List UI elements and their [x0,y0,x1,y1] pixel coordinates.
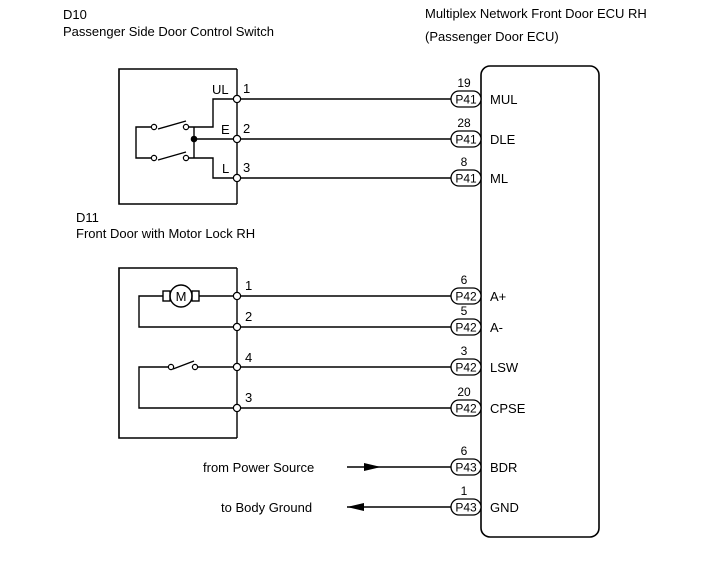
ecu-signal-name: BDR [490,460,517,475]
d10-switches [135,98,237,179]
arrow-icon [347,503,451,511]
d10-code: D10 [63,7,87,22]
d10-pin-label-e: E [221,122,230,137]
ecu-pin-number: 28 [457,116,471,130]
ecu-title: Multiplex Network Front Door ECU RH [425,6,647,21]
ecu-pin-number: 8 [461,155,468,169]
d11-pin-number-3: 3 [245,390,252,405]
ecu-box [480,65,600,538]
d11-pin-number-4: 4 [245,350,252,365]
switch-icon [150,151,237,179]
ecu-subtitle: (Passenger Door ECU) [425,29,559,44]
connector-code: P43 [455,501,477,515]
connector-code: P43 [455,461,477,475]
motor-symbol: M [176,289,187,304]
component-terminals [232,94,242,413]
ecu-signal-name: GND [490,500,519,515]
ecu-connection-ml: P41 8ML [450,155,508,187]
connector-code: P42 [455,402,477,416]
connector-code: P42 [455,290,477,304]
ecu-connection-a-: P42 5A- [450,304,503,336]
d11-code: D11 [76,210,99,225]
d10-pin-label-ul: UL [212,82,229,97]
connector-code: P41 [455,172,477,186]
body-ground-label: to Body Ground [221,500,312,515]
ecu-pin-number: 20 [457,385,471,399]
ecu-pin-number: 19 [457,76,471,90]
d10-box [118,68,237,205]
connector-code: P41 [455,133,477,147]
arrow-icon [347,463,451,471]
ecu-signal-name: LSW [490,360,519,375]
connector-oval [450,358,482,376]
ecu-connection-a-: P42 6A+ [450,273,506,305]
ecu-connectors: P4119MULP4128DLEP418MLP426A+P425A-P423LS… [450,76,526,516]
connector-code: P42 [455,361,477,375]
connector-oval [450,90,482,108]
d11-name: Front Door with Motor Lock RH [76,226,255,241]
d10-pin-label-l: L [222,161,229,176]
connector-oval [450,287,482,305]
ecu-pin-number: 5 [461,304,468,318]
ecu-signal-name: DLE [490,132,516,147]
ecu-signal-name: A+ [490,289,506,304]
ecu-pin-number: 3 [461,344,468,358]
connector-code: P41 [455,93,477,107]
connector-oval [450,318,482,336]
ecu-signal-name: MUL [490,92,517,107]
ecu-pin-number: 6 [461,444,468,458]
d10-name: Passenger Side Door Control Switch [63,24,274,39]
d10-pin-number-3: 3 [243,160,250,175]
motor-icon: M [138,284,237,328]
switch-icon [135,98,237,159]
ecu-pin-number: 1 [461,484,468,498]
d10-pin-number-1: 1 [243,81,250,96]
d11-box [118,267,237,439]
ecu-signal-name: CPSE [490,401,526,416]
ecu-signal-name: A- [490,320,503,335]
d10-pin-number-2: 2 [243,121,250,136]
d11-pin-number-2: 2 [245,309,252,324]
connector-code: P42 [455,321,477,335]
ecu-signal-name: ML [490,171,508,186]
d11-pin-number-1: 1 [245,278,252,293]
connector-oval [450,399,482,417]
connector-oval [450,130,482,148]
harness-wires [237,98,451,409]
connector-oval [450,458,482,476]
connector-oval [450,498,482,516]
power-source-label: from Power Source [203,460,314,475]
switch-icon [138,360,237,409]
ecu-pin-number: 6 [461,273,468,287]
connector-oval [450,169,482,187]
